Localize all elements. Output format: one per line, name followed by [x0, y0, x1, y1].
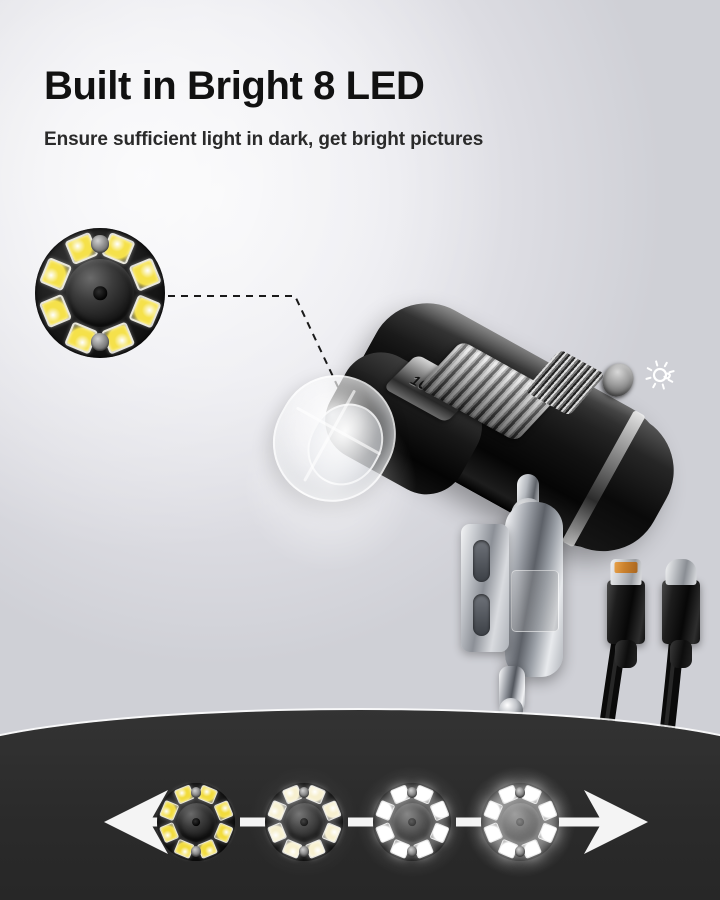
arrow-segment	[556, 817, 614, 827]
sensor-dot	[514, 845, 526, 857]
stand-clamp-plate	[461, 524, 509, 652]
cable-strain-relief	[615, 640, 637, 668]
sensor-dot	[91, 332, 109, 351]
brightness-step-ring	[355, 765, 469, 879]
brightness-step-ring	[157, 783, 235, 861]
led-ring-lens	[176, 802, 216, 842]
brightness-step-ring	[463, 765, 577, 879]
arrow-head-right	[584, 790, 648, 854]
sensor-dot	[514, 787, 526, 798]
lightning-contact-tip	[610, 559, 642, 585]
sensor-dot	[298, 845, 310, 857]
led-ring-lens	[284, 802, 324, 842]
page-title: Built in Bright 8 LED	[44, 64, 425, 108]
brightness-sun-icon	[645, 360, 675, 390]
stand-body	[505, 502, 563, 677]
page-subtitle: Ensure sufficient light in dark, get bri…	[44, 129, 484, 150]
sensor-dot	[406, 845, 418, 857]
led-ring-lens	[66, 259, 134, 327]
arrow-head-left	[104, 790, 168, 854]
cable-strain-relief	[670, 640, 692, 668]
led-ring-lens	[392, 802, 432, 842]
usb-c-connector	[662, 559, 700, 668]
led-ring-closeup	[35, 228, 165, 358]
brightness-step-ring	[247, 765, 361, 879]
sensor-dot	[190, 845, 202, 857]
sensor-dot	[406, 787, 418, 798]
microscope-stand	[455, 470, 590, 722]
stand-slot	[473, 594, 490, 636]
lightning-connector	[607, 559, 645, 668]
usb-c-contact-tip	[665, 559, 697, 585]
stand-slot	[473, 540, 490, 582]
sensor-dot	[190, 787, 202, 798]
led-ring-lens	[500, 802, 540, 842]
sensor-dot	[91, 235, 109, 254]
stand-seam	[511, 570, 559, 632]
sensor-dot	[298, 787, 310, 798]
